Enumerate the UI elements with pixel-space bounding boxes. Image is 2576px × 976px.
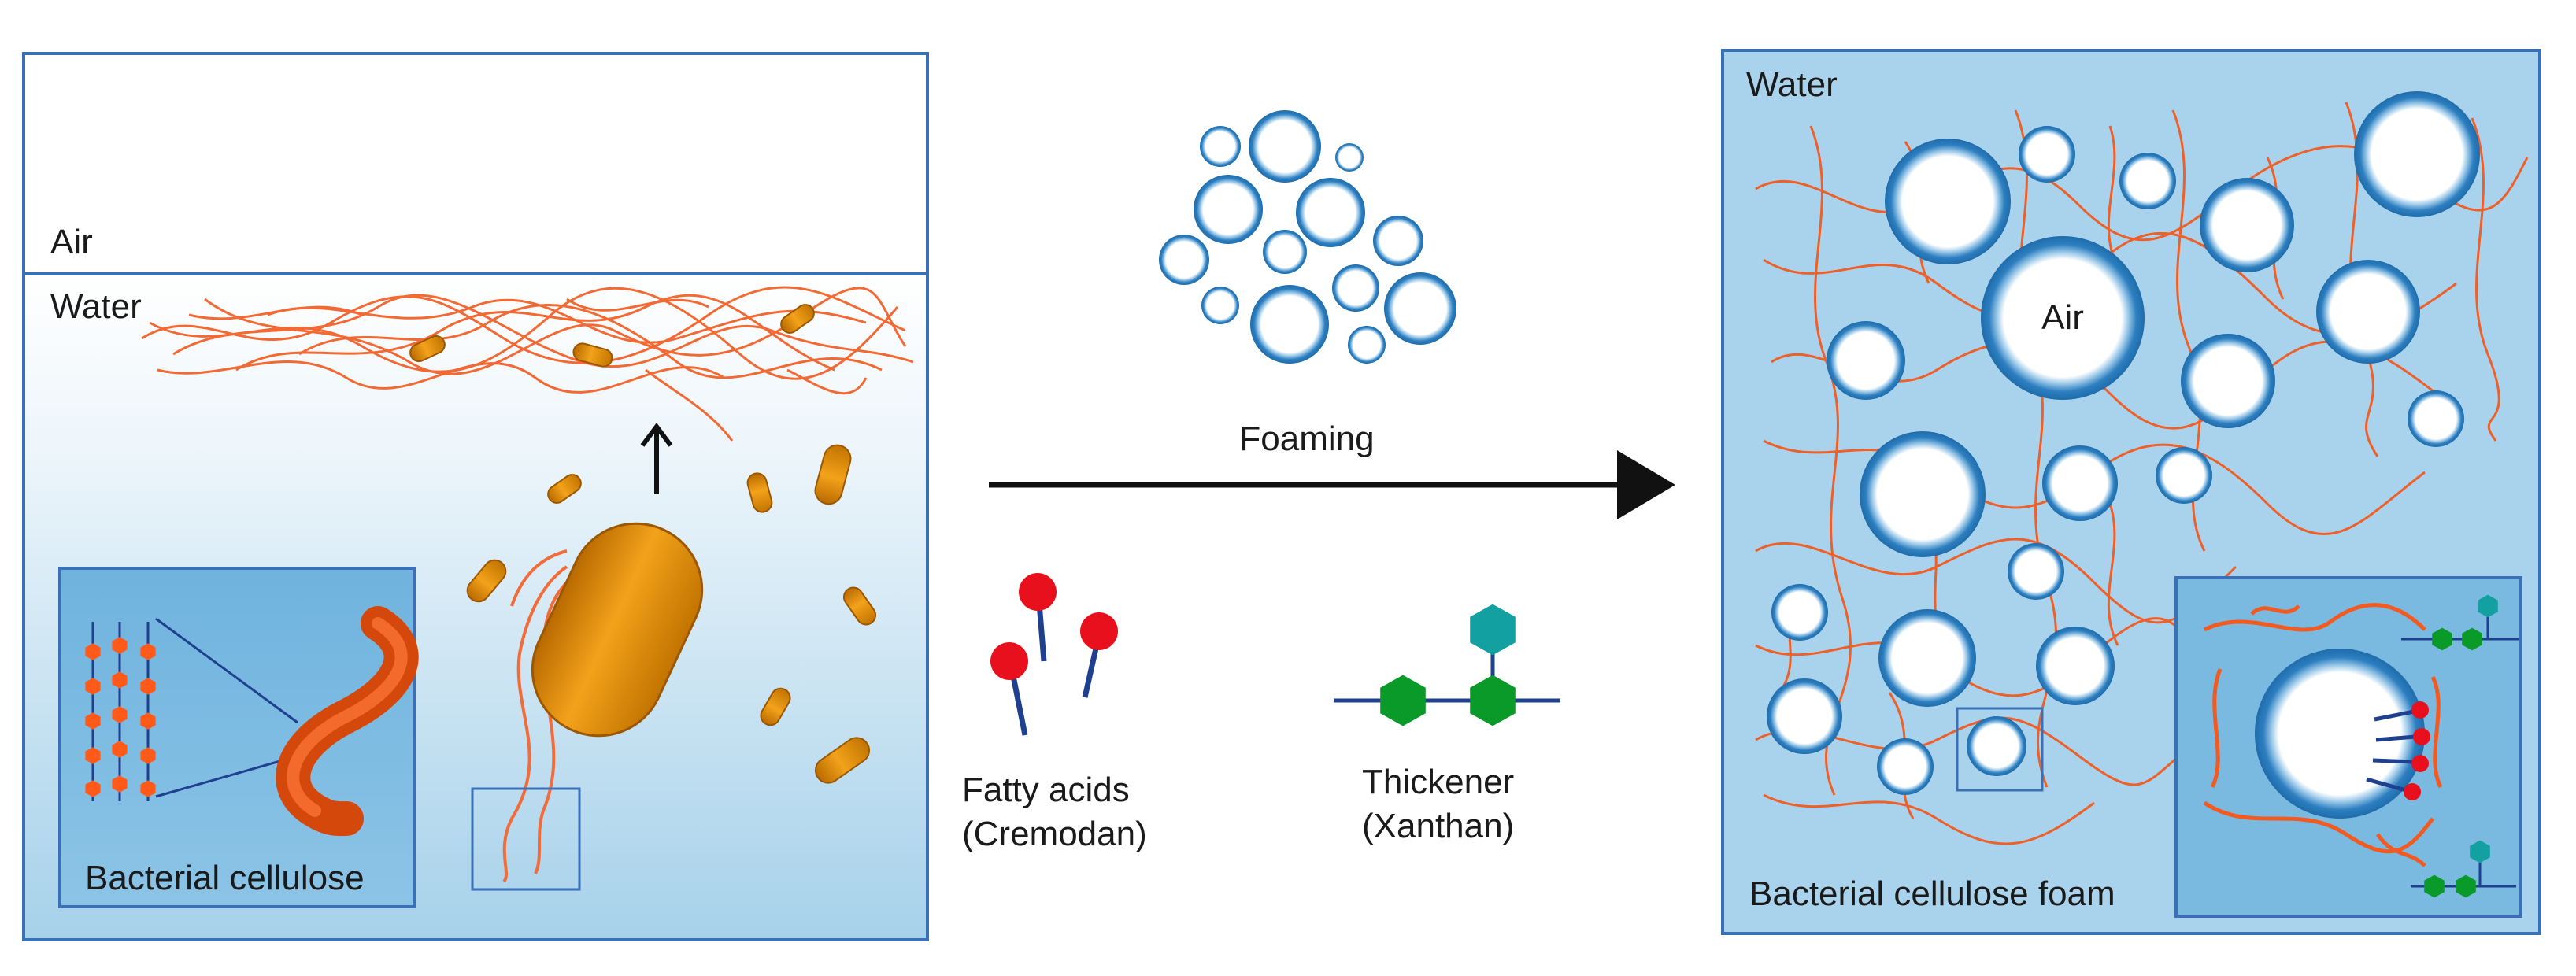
zoom-box-foam [1956, 707, 2044, 792]
scattered-bacteria [466, 444, 877, 784]
upward-arrow [640, 423, 673, 494]
right-water-label: Water [1746, 65, 1838, 104]
thickener-label: Thickener [1362, 763, 1514, 801]
inset-label: Bacterial cellulose [85, 859, 365, 897]
cellulose-inset: Bacterial cellulose [58, 567, 419, 908]
bacteria-in-mat [409, 304, 815, 368]
right-air-label: Air [2041, 298, 2084, 337]
water-label: Water [50, 287, 142, 326]
process-arrow [989, 450, 1675, 519]
zoom-box-small [471, 787, 581, 891]
middle-section: Foaming Fatty acids (Cremodan) [962, 110, 1675, 853]
fatty-acids-sub: (Cremodan) [962, 815, 1147, 853]
thickener-sub: (Xanthan) [1362, 807, 1514, 845]
fatty-acids-molecules [990, 573, 1118, 736]
fatty-acids-label: Fatty acids [962, 771, 1130, 809]
xanthan-in-inset [2401, 594, 2519, 898]
left-panel: Air Water [22, 52, 929, 941]
foam-bubbles-cluster [1159, 110, 1456, 364]
air-label: Air [50, 223, 93, 261]
foam-label: Bacterial cellulose foam [1749, 874, 2115, 913]
right-panel: Water [1721, 49, 2541, 935]
foam-bubbles [1767, 91, 2480, 795]
foam-inset [2174, 576, 2522, 918]
xanthan-molecule [1334, 604, 1560, 726]
cellulose-fiber-mat [141, 286, 914, 442]
large-bacterium [502, 522, 704, 883]
air-region [22, 52, 929, 275]
foaming-label: Foaming [1239, 420, 1374, 458]
